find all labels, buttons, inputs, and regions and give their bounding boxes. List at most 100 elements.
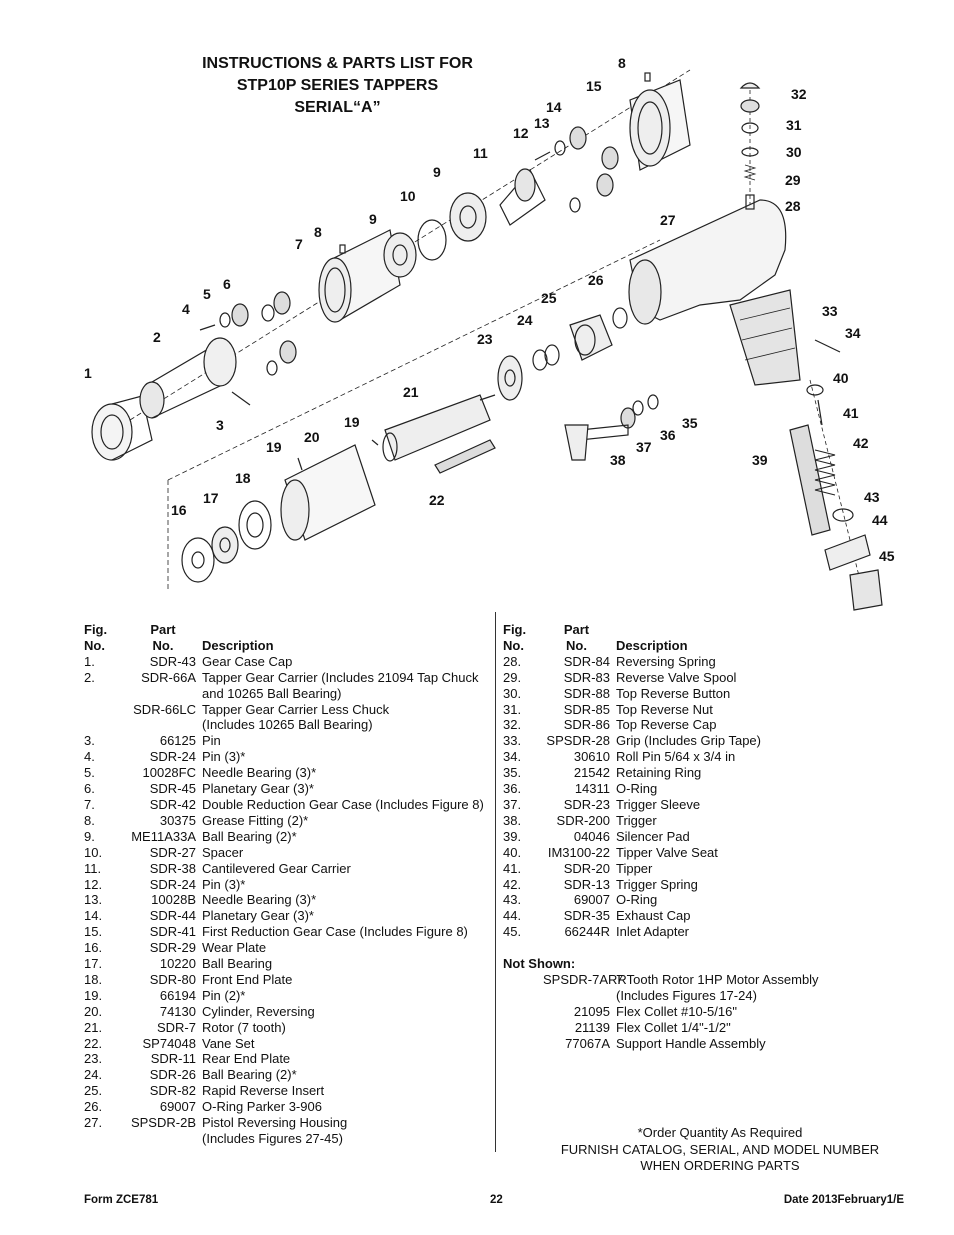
fig-number: [84, 717, 130, 733]
part-header: Part: [150, 622, 176, 637]
callout-21: 21: [403, 384, 419, 400]
part-number: SDR-27: [149, 844, 196, 860]
part-number: SDR-23: [563, 796, 610, 812]
fig-number: 16.: [84, 940, 103, 956]
part-number: 66244R: [564, 924, 610, 940]
part-header: No.: [566, 637, 587, 653]
part-number: [130, 717, 202, 733]
callout-17: 17: [203, 490, 219, 506]
title-line: INSTRUCTIONS & PARTS LIST FOR: [202, 55, 473, 72]
fig-number: [84, 1131, 130, 1147]
part-number: 10220: [159, 956, 196, 972]
fig-number: 45.: [503, 924, 522, 940]
fig-number: 38.: [503, 812, 522, 828]
parts-list-header: Fig. Part: [84, 622, 494, 638]
fig-number: 30.: [503, 685, 522, 701]
part-description: Gear Case Cap: [202, 653, 293, 669]
part-description: Double Reduction Gear Case (Includes Fig…: [202, 796, 484, 812]
part-number: 10028B: [151, 892, 196, 908]
part-description: O-Ring: [616, 892, 658, 908]
callout-27: 27: [660, 212, 676, 228]
fig-number: 24.: [84, 1067, 103, 1083]
part-description: Retaining Ring: [616, 765, 702, 781]
fig-number: 22.: [84, 1035, 103, 1051]
part-number: SDR-200: [556, 812, 610, 828]
fig-header: No.: [503, 637, 524, 653]
fig-number: 17.: [84, 956, 103, 972]
callout-9: 9: [369, 211, 377, 227]
part-description: Rapid Reverse Insert: [202, 1083, 325, 1099]
fig-header: Fig.: [503, 622, 527, 637]
fig-number: 6.: [84, 781, 95, 797]
fig-number: 18.: [84, 971, 103, 987]
fig-number: 39.: [503, 828, 522, 844]
callout-45: 45: [879, 548, 895, 564]
fig-number: 34.: [503, 749, 522, 765]
callout-8-top: 8: [618, 55, 626, 71]
form-number: Form ZCE781: [84, 1194, 159, 1206]
fig-number: 15.: [84, 924, 103, 940]
part-description: Rear End Plate: [202, 1051, 291, 1067]
part-description: Rotor (7 tooth): [202, 1019, 286, 1035]
part-description: Tapper Gear Carrier (Includes 21094 Tap …: [202, 669, 479, 685]
callout-33: 33: [822, 303, 838, 319]
part-description: Flex Collet 1/4"-1/2": [616, 1019, 731, 1035]
part-row: (Includes 10265 Ball Bearing): [84, 717, 494, 733]
part-description: Reverse Valve Spool: [616, 669, 737, 685]
callout-13: 13: [534, 115, 550, 131]
callout-22: 22: [429, 492, 445, 508]
part-description: Top Reverse Cap: [616, 717, 717, 733]
fig-number: 13.: [84, 892, 103, 908]
part-number: 21542: [573, 765, 610, 781]
part-description: Grease Fitting (2)*: [202, 812, 309, 828]
part-number: SDR-42: [149, 796, 196, 812]
callout-32: 32: [791, 86, 807, 102]
part-description: O-Ring Parker 3-906: [202, 1099, 322, 1115]
part-number: SPSDR-2B: [130, 1115, 196, 1131]
fig-header: Fig.: [84, 622, 108, 637]
callout-42: 42: [853, 435, 869, 451]
fig-number: 23.: [84, 1051, 103, 1067]
part-number: SDR-43: [149, 653, 196, 669]
part-description: Exhaust Cap: [616, 908, 691, 924]
part-description: Pin (2)*: [202, 987, 246, 1003]
callout-25: 25: [541, 290, 557, 306]
fig-number: 3.: [84, 733, 95, 749]
callout-43: 43: [864, 489, 880, 505]
fig-number: 40.: [503, 844, 522, 860]
callout-44: 44: [872, 512, 888, 528]
fig-number: 27.: [84, 1115, 103, 1131]
part-description: Wear Plate: [202, 940, 267, 956]
part-description: Ball Bearing (2)*: [202, 828, 297, 844]
title-line: SERIAL“A”: [294, 99, 381, 116]
part-number: SDR-41: [149, 924, 196, 940]
part-description: Trigger: [616, 812, 657, 828]
part-description: Cylinder, Reversing: [202, 1003, 315, 1019]
fig-number: 25.: [84, 1083, 103, 1099]
part-number: ME11A33A: [131, 828, 196, 844]
callout-19: 19: [266, 439, 282, 455]
